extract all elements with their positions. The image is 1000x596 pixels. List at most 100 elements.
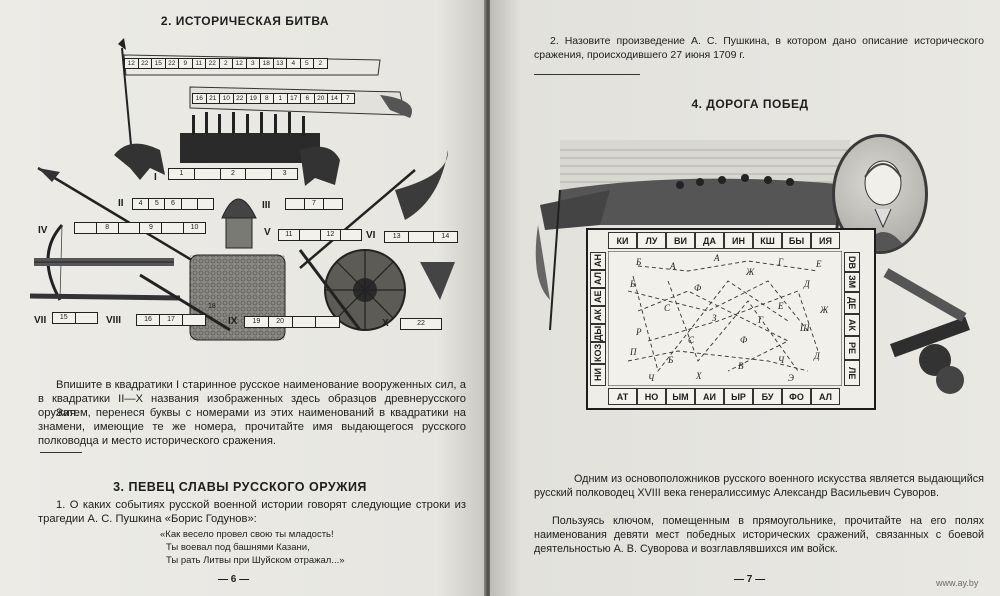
- key-cell-top[interactable]: ВИ: [666, 232, 695, 249]
- roman-I: I: [154, 172, 157, 183]
- key-cell-left[interactable]: НИ: [590, 364, 606, 386]
- svg-text:В: В: [738, 361, 744, 371]
- banner-cell[interactable]: 10: [219, 93, 234, 104]
- banner-cell[interactable]: 7: [340, 93, 355, 104]
- svg-text:П: П: [629, 347, 637, 357]
- banner-cell[interactable]: 16: [192, 93, 207, 104]
- banner-cell[interactable]: 3: [245, 58, 260, 69]
- roman-II: II: [118, 198, 124, 209]
- svg-text:Ж: Ж: [745, 267, 755, 277]
- roman-VII: VII: [34, 315, 47, 326]
- poem-line-3: Ты рать Литвы при Шуйском отражал...»: [166, 555, 345, 566]
- key-cell-left[interactable]: АН: [590, 252, 606, 270]
- svg-text:Е: Е: [815, 259, 822, 269]
- key-cell-left[interactable]: ДЫ: [590, 324, 606, 342]
- svg-text:Ч: Ч: [778, 355, 785, 365]
- svg-text:Б: Б: [629, 279, 636, 289]
- roman-IX: IX: [228, 316, 238, 327]
- key-cell-right[interactable]: DB: [844, 252, 860, 272]
- question-1: 1. О каких событиях русской военной исто…: [38, 499, 466, 525]
- key-cell-bottom[interactable]: БУ: [753, 388, 782, 405]
- banner-cell[interactable]: 15: [151, 58, 166, 69]
- banner-cell[interactable]: 19: [246, 93, 261, 104]
- roman-V: V: [264, 227, 271, 238]
- svg-text:А: А: [669, 261, 676, 271]
- key-cell-bottom[interactable]: ЫР: [724, 388, 753, 405]
- banner-cell[interactable]: 21: [205, 93, 220, 104]
- banner-cell[interactable]: 11: [191, 58, 206, 69]
- key-cell-top[interactable]: БЫ: [782, 232, 811, 249]
- banner-cell[interactable]: 22: [164, 58, 179, 69]
- key-cell-top[interactable]: ДА: [695, 232, 724, 249]
- banner-cell[interactable]: 18: [259, 58, 274, 69]
- key-cell-top[interactable]: ИН: [724, 232, 753, 249]
- key-cell-bottom[interactable]: ЫМ: [666, 388, 695, 405]
- banner-cell[interactable]: 8: [259, 93, 274, 104]
- poem-line-2: Ты воевал под башнями Казани,: [166, 542, 310, 553]
- left-page: 2. ИСТОРИЧЕСКАЯ БИТВА: [0, 0, 486, 596]
- key-cell-bottom[interactable]: ФО: [782, 388, 811, 405]
- answer-row-VII[interactable]: 15: [52, 312, 98, 324]
- key-cell-left[interactable]: АЛ: [590, 270, 606, 288]
- key-cell-left[interactable]: КОЗ: [590, 342, 606, 364]
- banner-cell[interactable]: 4: [286, 58, 301, 69]
- key-cell-right[interactable]: ЗМ: [844, 272, 860, 292]
- roman-VI: VI: [366, 230, 376, 241]
- banner-cell[interactable]: 2: [313, 58, 328, 69]
- key-cell-left[interactable]: АК: [590, 306, 606, 324]
- banner-top-cells: 12 22 15 22 9 11 22 2 12 3 18 13 4 5 2: [124, 58, 328, 69]
- key-cell-top[interactable]: КШ: [753, 232, 782, 249]
- svg-text:Б: Б: [635, 257, 642, 267]
- banner-cell[interactable]: 13: [272, 58, 287, 69]
- banner-cell[interactable]: 22: [205, 58, 220, 69]
- svg-text:Г: Г: [777, 257, 784, 267]
- banner-cell[interactable]: 22: [232, 93, 247, 104]
- banner-cell[interactable]: 14: [327, 93, 342, 104]
- svg-text:Ч: Ч: [648, 373, 655, 383]
- key-cell-bottom[interactable]: АТ: [608, 388, 637, 405]
- banner-cell[interactable]: 1: [273, 93, 288, 104]
- answer-row-III[interactable]: 7: [285, 198, 343, 210]
- key-cell-right[interactable]: ДЕ: [844, 292, 860, 314]
- answer-row-X[interactable]: 22: [400, 318, 442, 330]
- key-cell-bottom[interactable]: АЛ: [811, 388, 840, 405]
- suvorov-para-1: Одним из основоположников русского военн…: [534, 473, 984, 499]
- instructions-para-1: Впишите в квадратики I старинное русское…: [38, 379, 466, 419]
- banner-cell[interactable]: 12: [124, 58, 139, 69]
- battle-illustration: [535, 140, 970, 394]
- banner-cell[interactable]: 5: [299, 58, 314, 69]
- page-number-right: — 7 —: [734, 574, 766, 585]
- key-cell-right[interactable]: АК: [844, 314, 860, 336]
- banner-cell[interactable]: 9: [178, 58, 193, 69]
- section-title-historical-battle: 2. ИСТОРИЧЕСКАЯ БИТВА: [160, 14, 330, 28]
- key-cell-top[interactable]: ИЯ: [811, 232, 840, 249]
- svg-text:С: С: [688, 335, 695, 345]
- key-cell-bottom[interactable]: АИ: [695, 388, 724, 405]
- banner-cell[interactable]: 6: [300, 93, 315, 104]
- key-cell-bottom[interactable]: НО: [637, 388, 666, 405]
- banner-cell[interactable]: 20: [313, 93, 328, 104]
- banner-cell[interactable]: 12: [232, 58, 247, 69]
- key-cell-right[interactable]: РЕ: [844, 336, 860, 360]
- poem-line-1: «Как весело провел свою ты младость!: [160, 529, 334, 540]
- banner-bottom-cells: 16 21 10 22 19 8 1 17 6 20 14 7: [192, 93, 355, 104]
- svg-text:Ж: Ж: [819, 305, 829, 315]
- key-cell-right[interactable]: ЛЕ: [844, 360, 860, 386]
- key-cell-top[interactable]: КИ: [608, 232, 637, 249]
- svg-text:З: З: [712, 313, 717, 323]
- svg-text:Ф: Ф: [740, 335, 748, 345]
- key-cell-left[interactable]: АЕ: [590, 288, 606, 306]
- banner-cell[interactable]: 22: [137, 58, 152, 69]
- banner-cell[interactable]: 2: [218, 58, 233, 69]
- banner-cell[interactable]: 17: [286, 93, 301, 104]
- key-cell-top[interactable]: ЛУ: [637, 232, 666, 249]
- right-page: 2. Назовите произведение А. С. Пушкина, …: [490, 0, 1000, 596]
